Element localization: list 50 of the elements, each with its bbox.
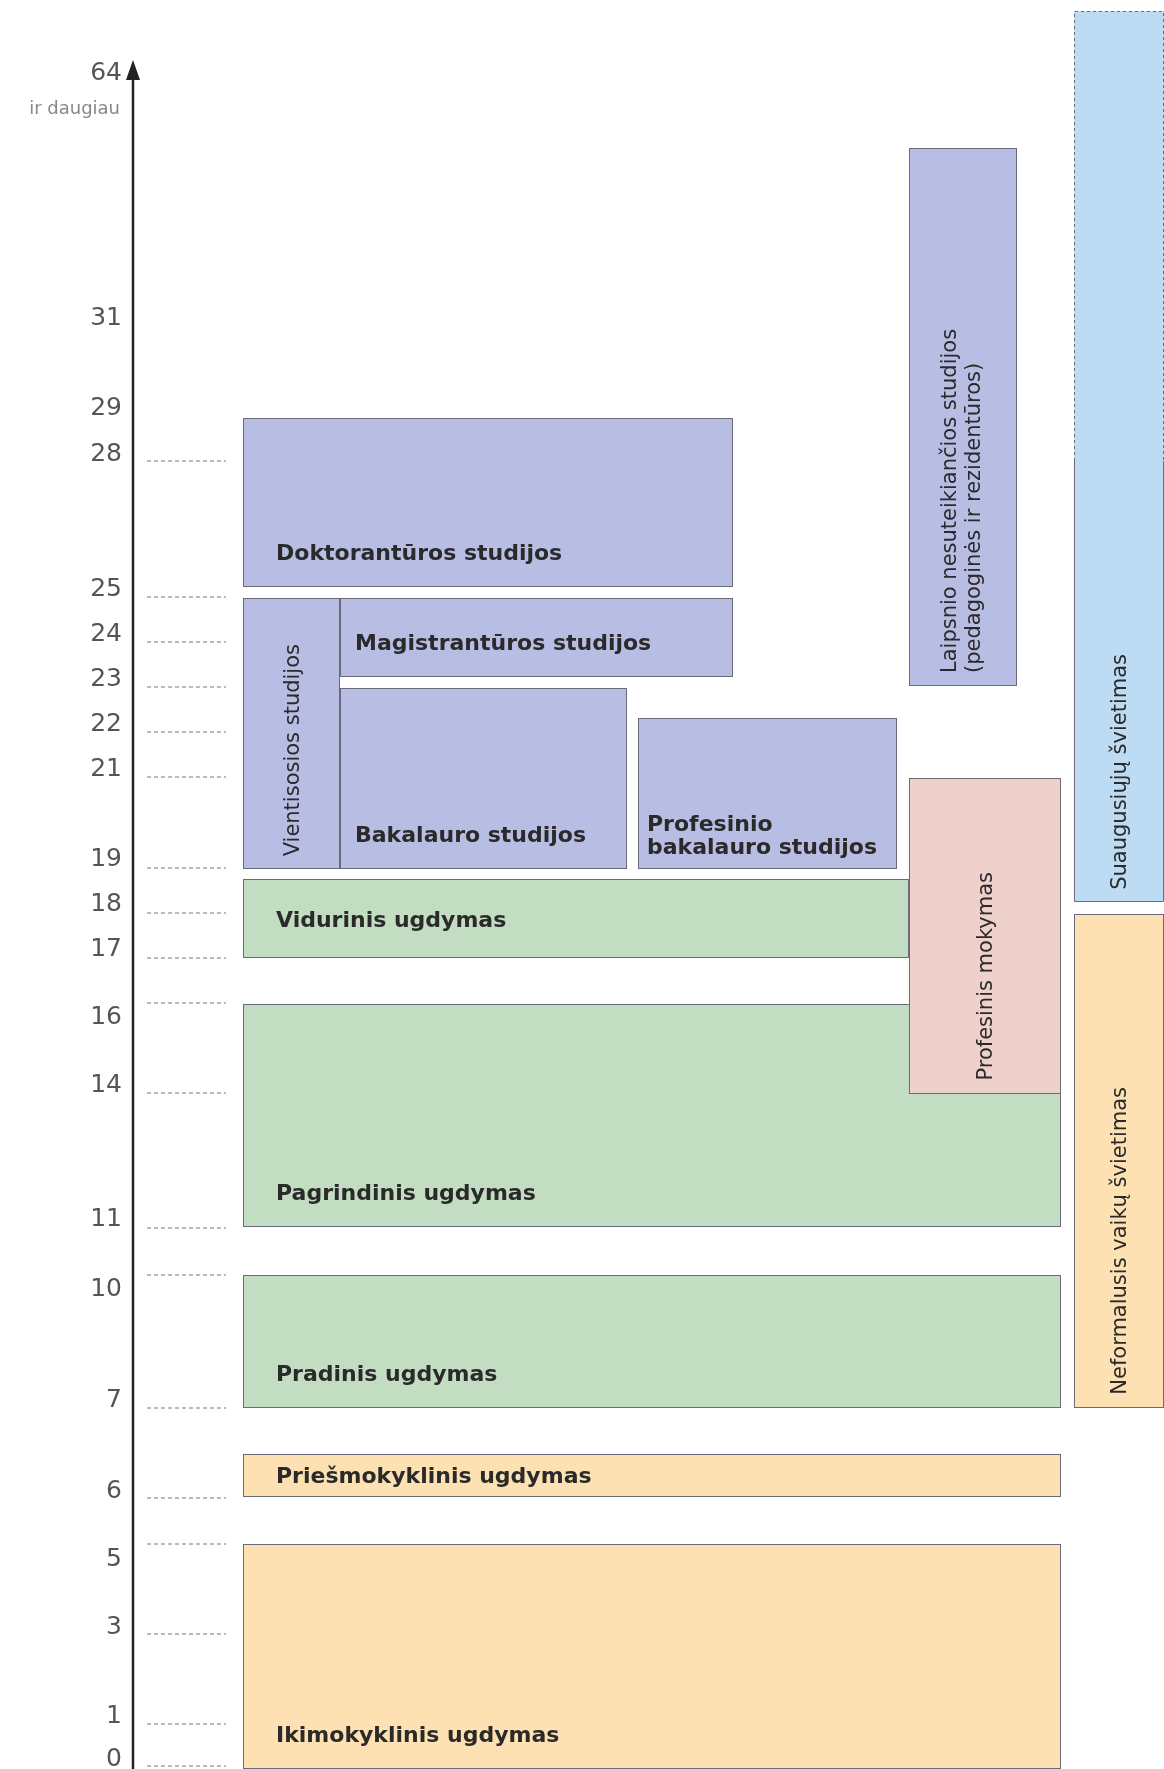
stage-box [1074,914,1164,1408]
stage-label: Pagrindinis ugdymas [276,1182,536,1204]
tick-label: 18 [89,890,122,915]
tick-label: 1 [105,1702,122,1727]
tick-label: 24 [89,620,122,645]
tick-label: 28 [89,440,122,465]
tick-label: 11 [89,1205,122,1230]
tick-label: 5 [105,1545,122,1570]
stage-box [243,879,909,958]
tick-label: 14 [89,1071,122,1096]
stage-label: Pradinis ugdymas [276,1363,498,1385]
tick-label: 31 [89,304,122,329]
stage-label: Suaugusiųjų švietimas [1107,654,1132,890]
stage-label: Vientisosios studijos [279,643,304,856]
tick-label: 23 [89,665,122,690]
stage-label: Ikimokyklinis ugdymas [276,1724,560,1746]
stage-box [638,718,897,869]
tick-label: 19 [89,845,122,870]
stage-label: Profesinio bakalauro studijos [647,811,879,858]
tick-label: 17 [89,935,122,960]
stage-box [243,418,733,587]
stage-box [243,1275,1061,1408]
stage-box [243,1544,1061,1769]
tick-label: 22 [89,710,122,735]
stage-label: Bakalauro studijos [355,824,587,846]
stage-box [340,598,733,677]
tick-label: 10 [89,1275,122,1300]
tick-label: 64 [89,59,122,84]
tick-label: 7 [105,1386,122,1411]
stage-label: Neformalusis vaikų švietimas [1107,1087,1132,1395]
axis-note: ir daugiau [28,99,120,117]
tick-label: 29 [89,394,122,419]
tick-label: 3 [105,1613,122,1638]
stage-label: Laipsnio nesuteikiančios studijos (pedagoginės ir rezidentūros) [937,327,986,673]
tick-label: 0 [105,1745,122,1769]
stage-box [243,1454,1061,1497]
stage-label: Doktorantūros studijos [276,542,563,564]
tick-label: 21 [89,755,122,780]
tick-label: 25 [89,575,122,600]
stage-box [243,598,340,869]
stage-box [1074,11,1164,902]
stage-box [340,688,627,869]
stage-label: Profesinis mokymas [973,872,998,1081]
stage-box [909,148,1017,686]
stage-box [909,778,1061,1094]
stage-label: Magistrantūros studijos [355,632,652,654]
tick-label: 16 [89,1003,122,1028]
stage-label: Priešmokyklinis ugdymas [276,1465,592,1487]
tick-label: 6 [105,1477,122,1502]
stage-label: Vidurinis ugdymas [276,909,507,931]
